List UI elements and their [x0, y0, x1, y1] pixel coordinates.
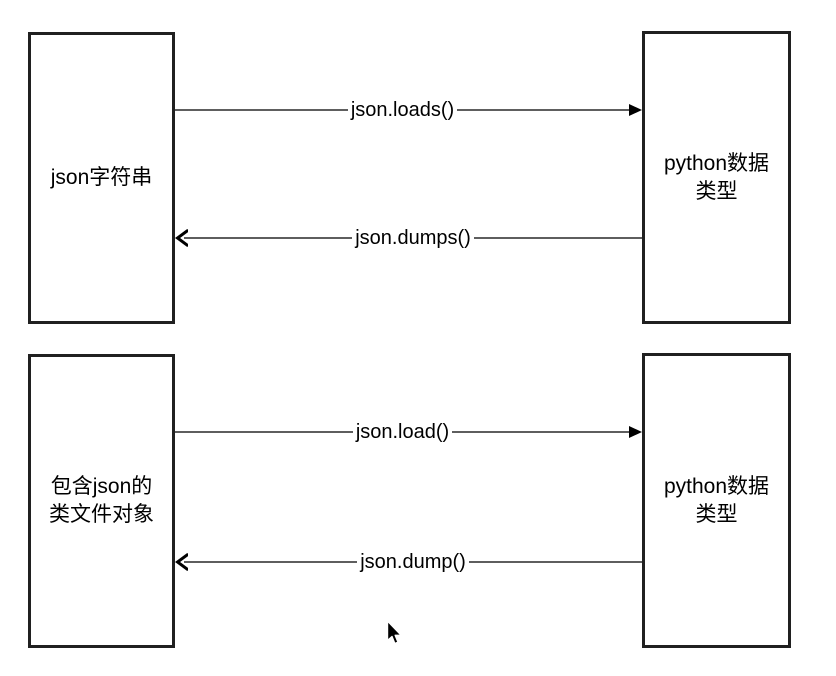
box-label-line: python数据: [663, 474, 770, 498]
box-label-line: python数据: [663, 151, 770, 175]
arrow-json-dumps: json.dumps(): [175, 227, 643, 249]
arrow-json-dump: json.dump(): [175, 551, 643, 573]
arrowhead-right-icon: [629, 426, 643, 438]
box-label-line: 类型: [695, 502, 738, 526]
arrow-json-loads: json.loads(): [175, 99, 643, 121]
box-label-line: 包含json的: [50, 475, 153, 498]
arrow-line: [473, 237, 643, 239]
box-json-string: json字符串: [28, 32, 175, 324]
arrow-line: [468, 561, 643, 563]
box-python-data-top-label: python数据 类型: [664, 150, 769, 206]
arrow-line: [175, 109, 348, 111]
box-label-line: 类文件对象: [49, 503, 154, 526]
arrow-line: [452, 431, 631, 433]
box-json-file-object-label: 包含json的 类文件对象: [49, 473, 154, 529]
box-json-string-label: json字符串: [51, 164, 153, 192]
arrow-json-load-label: json.load(): [355, 421, 450, 443]
arrow-line: [175, 431, 353, 433]
arrow-line: [184, 237, 353, 239]
box-python-data-bottom: python数据 类型: [642, 353, 791, 648]
arrowhead-left-icon: [175, 229, 188, 247]
box-label-line: json字符串: [50, 166, 153, 189]
arrow-json-dump-label: json.dump(): [360, 551, 466, 573]
arrowhead-left-icon: [175, 553, 188, 571]
arrow-line: [457, 109, 631, 111]
mouse-cursor-icon: [386, 620, 402, 645]
arrow-json-dumps-label: json.dumps(): [355, 227, 471, 249]
box-python-data-top: python数据 类型: [642, 31, 791, 324]
arrow-json-load: json.load(): [175, 421, 643, 443]
arrow-line: [184, 561, 358, 563]
box-label-line: 类型: [695, 179, 738, 203]
box-json-file-object: 包含json的 类文件对象: [28, 354, 175, 648]
box-python-data-bottom-label: python数据 类型: [664, 473, 769, 529]
arrowhead-right-icon: [629, 104, 643, 116]
arrow-json-loads-label: json.loads(): [350, 99, 455, 121]
